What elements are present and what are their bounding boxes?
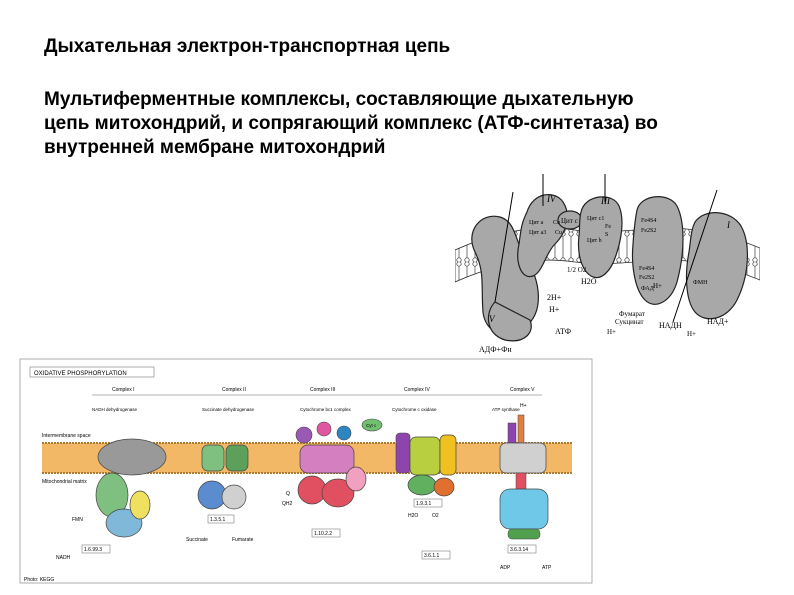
o2-metabolite: O2: [432, 513, 439, 519]
fumarate-label: Фумарат: [619, 310, 645, 318]
complex-title-3: Complex III: [310, 387, 335, 393]
ec-2: 1.3.5.1: [210, 517, 226, 523]
ec-6: 3.6.1.1: [424, 553, 440, 559]
oxygen-label: 1/2 O2: [567, 266, 587, 274]
intermembrane-label: Intermembrane space: [42, 433, 91, 439]
pathway-header: OXIDATIVE PHOSPHORYLATION: [34, 371, 127, 377]
complex-title-4: Complex IV: [404, 387, 431, 393]
cyt-c-label: Цит с: [561, 217, 578, 225]
atp-metabolite: ATP: [542, 565, 552, 571]
ii-fad: ФАД: [641, 286, 654, 292]
protons-2h-label: 2H+: [547, 293, 562, 302]
proton-label-4: H+: [653, 282, 662, 290]
ec-4: 1.9.3.1: [416, 501, 432, 507]
ec-3: 1.10.2.2: [314, 531, 332, 537]
ec-5: 3.6.3.14: [510, 547, 528, 553]
iii-s: S: [605, 232, 608, 238]
complex-ii-name: Succinate dehydrogenase: [202, 407, 255, 412]
proton-label-2: H+: [607, 328, 616, 336]
proton-label-3: H+: [687, 330, 696, 338]
slide-title: Дыхательная электрон-транспортная цепь: [44, 36, 450, 58]
i-fmn: ФМН: [693, 280, 708, 286]
fumarate-metabolite: Fumarate: [232, 537, 254, 543]
h2o-metabolite: H2O: [408, 513, 418, 519]
complex-iii-name: Cytochrome bc1 complex: [300, 407, 352, 412]
succinate-label: Сукцинат: [615, 318, 644, 326]
ec-1: 1.6.99.3: [84, 547, 102, 553]
proton-label: H+: [549, 305, 560, 314]
i-fe4s4: Fe4S4: [641, 218, 656, 224]
qh2-metabolite: QH2: [282, 501, 293, 507]
q-metabolite: Q: [286, 491, 290, 497]
iv-cyt-a: Цит а: [529, 220, 544, 226]
adp-label: АДФ+Фн: [479, 345, 512, 354]
complex-ii-protein: [687, 213, 748, 319]
atp-label: АТФ: [555, 327, 571, 336]
iv-cu-1: Cu: [553, 220, 560, 226]
description-line-3: внутренней мембране митохондрий: [44, 136, 764, 160]
complex-iii-label: III: [600, 196, 611, 206]
ii-fe2s2: Fe2S2: [639, 275, 654, 281]
adp-metabolite: ADP: [500, 565, 511, 571]
iii-cyt-b: Цит b: [587, 238, 602, 244]
complex-iv-name: Cytochrome c oxidase: [392, 407, 437, 412]
i-fe2s2: Fe2S2: [641, 228, 656, 234]
complex-title-5: Complex V: [510, 387, 535, 393]
water-label: H2O: [581, 277, 597, 286]
nadh-metabolite: NADH: [56, 555, 71, 561]
h-plus-metabolite: H+: [520, 403, 527, 409]
iv-cu-2: Cu: [555, 230, 562, 236]
complex-title-1: Complex I: [112, 387, 135, 393]
ii-fe4s4: Fe4S4: [639, 266, 654, 272]
pathway-footer: Photo: KEGG: [24, 577, 54, 583]
complex-title-2: Complex II: [222, 387, 246, 393]
complex-v-name: ATP synthase: [492, 407, 520, 412]
description-line-2: цепь митохондрий, и сопрягающий комплекс…: [44, 112, 764, 136]
iii-cyt-c1: Цит с1: [587, 216, 604, 222]
nadh-label: НАДН: [659, 321, 682, 330]
nad-label: НАД+: [707, 317, 729, 326]
description-line-1: Мультиферментные комплексы, составляющие…: [44, 88, 764, 112]
oxidative-phosphorylation-diagram: OXIDATIVE PHOSPHORYLATION Complex I Comp…: [12, 355, 594, 585]
matrix-label: Mitochondrial matrix: [42, 479, 87, 485]
fmn-metabolite: FMN: [72, 517, 83, 523]
iv-cyt-a3: Цит а3: [529, 230, 546, 236]
iii-fe: Fe: [605, 224, 611, 230]
complex-iv-label: IV: [546, 194, 557, 204]
respiratory-chain-diagram: IV III I V Цит с Цит а Cu Цит а3 Cu Цит …: [455, 172, 760, 357]
cyt-c-metabolite: Cyt c: [366, 423, 377, 428]
succinate-metabolite: Succinate: [186, 537, 208, 543]
complex-i-name: NADH dehydrogenase: [92, 407, 138, 412]
slide-description: Мультиферментные комплексы, составляющие…: [44, 88, 764, 160]
